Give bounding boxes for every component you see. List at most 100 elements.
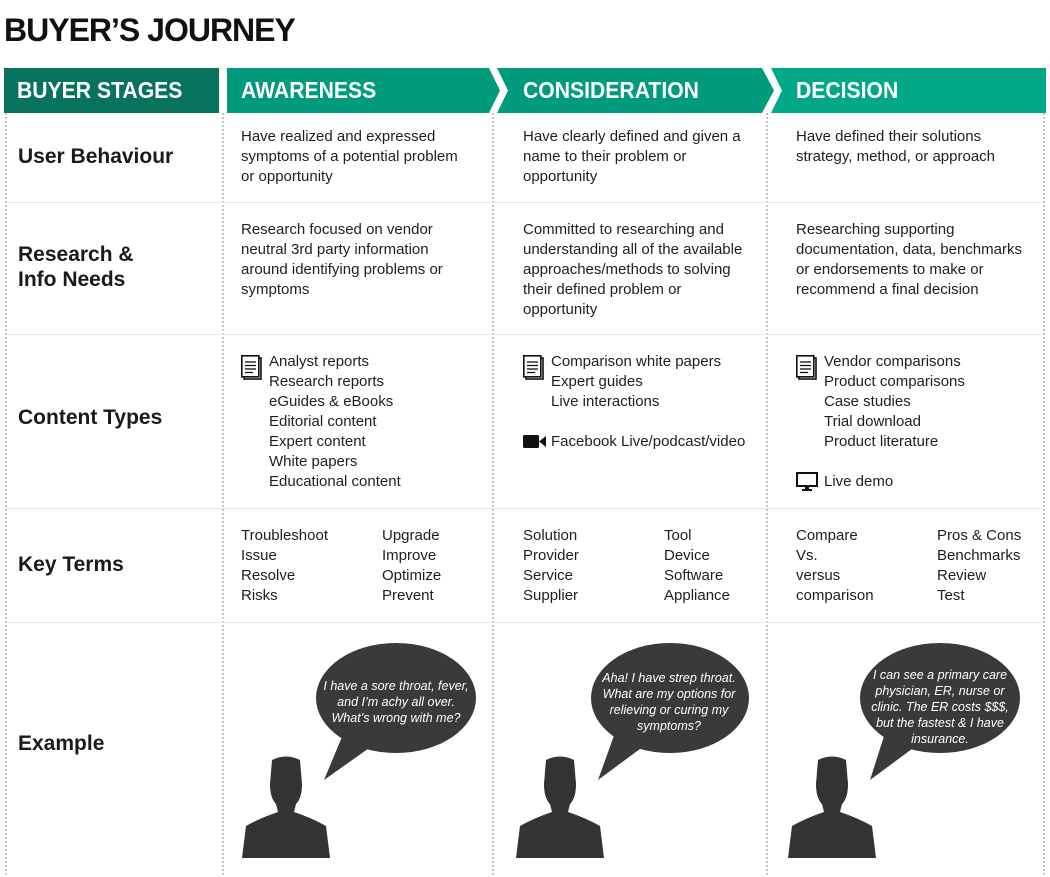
key-term: Issue bbox=[241, 547, 277, 564]
cell-line: Have realized and expressed bbox=[241, 128, 436, 145]
row-label-line: Research & bbox=[18, 243, 134, 266]
speech-bubble-text-consideration: Aha! I have strep throat. What are my op… bbox=[588, 670, 750, 734]
header-decision: DECISION bbox=[771, 68, 1046, 113]
key-terms-consideration-right: Tool Device Software Appliance bbox=[664, 526, 730, 606]
key-term: Optimize bbox=[382, 567, 442, 584]
key-term: comparison bbox=[796, 587, 874, 604]
cell-line: Have defined their solutions bbox=[796, 128, 982, 145]
bubble-line: Aha! I have strep throat. bbox=[602, 671, 736, 685]
person-silhouette-icon bbox=[242, 756, 330, 858]
row-label-user-behaviour: User Behaviour bbox=[18, 145, 174, 168]
bubble-line: I have a sore throat, fever, bbox=[323, 679, 469, 693]
bubble-line: but the fastest & I have bbox=[876, 716, 1004, 730]
row-label-key-terms: Key Terms bbox=[18, 553, 124, 576]
list-item: Editorial content bbox=[269, 413, 377, 430]
list-item: Live interactions bbox=[551, 393, 660, 410]
cell-line: documentation, data, benchmarks bbox=[796, 241, 1022, 258]
key-terms-awareness-right: Upgrade Improve Optimize Prevent bbox=[382, 526, 441, 606]
column-divider bbox=[222, 113, 224, 875]
header-buyer-stages: BUYER STAGES bbox=[4, 68, 219, 113]
document-icon bbox=[241, 355, 262, 380]
bubble-line: What are my options for bbox=[602, 687, 736, 701]
speech-bubble-icon bbox=[316, 643, 476, 780]
speech-bubble-text-decision: I can see a primary care physician, ER, … bbox=[858, 667, 1022, 747]
header-consideration-chevron bbox=[497, 68, 774, 113]
header-consideration: CONSIDERATION bbox=[497, 68, 774, 113]
row-label-example: Example bbox=[18, 732, 105, 755]
list-item: Product comparisons bbox=[824, 373, 965, 390]
column-divider bbox=[1043, 113, 1045, 875]
user-behaviour-consideration: Have clearly defined and given a name to… bbox=[523, 127, 741, 187]
list-item: Case studies bbox=[824, 393, 911, 410]
row-divider bbox=[6, 508, 1044, 509]
bubble-line: I can see a primary care bbox=[872, 668, 1008, 682]
row-divider bbox=[6, 622, 1044, 623]
column-divider bbox=[766, 113, 768, 875]
key-term: Benchmarks bbox=[937, 547, 1021, 564]
key-term: Troubleshoot bbox=[241, 527, 328, 544]
key-terms-consideration-left: Solution Provider Service Supplier bbox=[523, 526, 579, 606]
user-behaviour-awareness: Have realized and expressed symptoms of … bbox=[241, 127, 458, 187]
monitor-icon bbox=[796, 472, 818, 491]
header-awareness: AWARENESS bbox=[227, 68, 500, 113]
key-term: Improve bbox=[382, 547, 437, 564]
speech-bubble-text-awareness: I have a sore throat, fever, and I’m ach… bbox=[314, 678, 478, 726]
key-term: Resolve bbox=[241, 567, 296, 584]
list-item: Educational content bbox=[269, 473, 401, 490]
list-item: Trial download bbox=[824, 413, 921, 430]
list-item: Analyst reports bbox=[269, 353, 370, 370]
key-term: Software bbox=[664, 567, 724, 584]
research-decision: Researching supporting documentation, da… bbox=[796, 220, 1022, 300]
person-silhouette-icon bbox=[516, 756, 604, 858]
person-silhouette-icon bbox=[788, 756, 876, 858]
cell-line: strategy, method, or approach bbox=[796, 148, 995, 165]
bubble-line: physician, ER, nurse or bbox=[875, 684, 1005, 698]
list-item: Expert content bbox=[269, 433, 366, 450]
header-decision-chevron bbox=[771, 68, 1046, 113]
bubble-line: clinic. The ER costs $$$, bbox=[871, 700, 1009, 714]
list-item: Comparison white papers bbox=[551, 353, 722, 370]
user-behaviour-decision: Have defined their solutions strategy, m… bbox=[796, 127, 995, 167]
content-demo-item: Live demo bbox=[824, 473, 894, 490]
header-awareness-label: AWARENESS bbox=[241, 77, 377, 103]
key-term: versus bbox=[796, 567, 841, 584]
key-term: Review bbox=[937, 567, 987, 584]
speech-bubble-icon bbox=[860, 643, 1020, 780]
header-decision-label: DECISION bbox=[796, 77, 899, 103]
content-types-decision: Vendor comparisons Product comparisons C… bbox=[824, 352, 965, 452]
key-term: Supplier bbox=[523, 587, 579, 604]
key-term: Upgrade bbox=[382, 527, 440, 544]
page-title: BUYER’S JOURNEY bbox=[4, 12, 296, 48]
bubble-line: and I’m achy all over. bbox=[337, 695, 455, 709]
key-terms-decision-right: Pros & Cons Benchmarks Review Test bbox=[937, 526, 1021, 606]
header-buyer-stages-shape bbox=[4, 68, 219, 113]
cell-line: symptoms of a potential problem bbox=[241, 148, 458, 165]
row-label-line: Info Needs bbox=[18, 268, 126, 291]
header-buyer-stages-label: BUYER STAGES bbox=[17, 77, 183, 103]
key-term: Appliance bbox=[664, 587, 730, 604]
bubble-line: symptoms? bbox=[637, 719, 701, 733]
key-term: Prevent bbox=[382, 587, 434, 604]
key-term: Service bbox=[523, 567, 574, 584]
content-types-consideration: Comparison white papers Expert guides Li… bbox=[551, 352, 721, 412]
key-term: Vs. bbox=[796, 547, 818, 564]
bubble-line: relieving or curing my bbox=[609, 703, 729, 717]
column-divider bbox=[492, 113, 494, 875]
bubble-line: What’s wrong with me? bbox=[331, 711, 461, 725]
research-consideration: Committed to researching and understandi… bbox=[523, 220, 742, 320]
content-types-awareness: Analyst reports Research reports eGuides… bbox=[269, 352, 401, 492]
column-divider bbox=[5, 113, 7, 875]
key-term: Pros & Cons bbox=[937, 527, 1022, 544]
key-term: Test bbox=[937, 587, 965, 604]
bubble-line: insurance. bbox=[911, 732, 969, 746]
cell-line: around identifying problems or bbox=[241, 261, 443, 278]
cell-line: Research focused on vendor bbox=[241, 221, 433, 238]
video-camera-icon bbox=[523, 435, 546, 448]
list-item: Product literature bbox=[824, 433, 939, 450]
key-terms-awareness-left: Troubleshoot Issue Resolve Risks bbox=[241, 526, 328, 606]
cell-line: Committed to researching and bbox=[523, 221, 724, 238]
list-item: eGuides & eBooks bbox=[269, 393, 394, 410]
cell-line: approaches/methods to solving bbox=[523, 261, 731, 278]
list-item: Expert guides bbox=[551, 373, 643, 390]
document-icon bbox=[796, 355, 817, 380]
